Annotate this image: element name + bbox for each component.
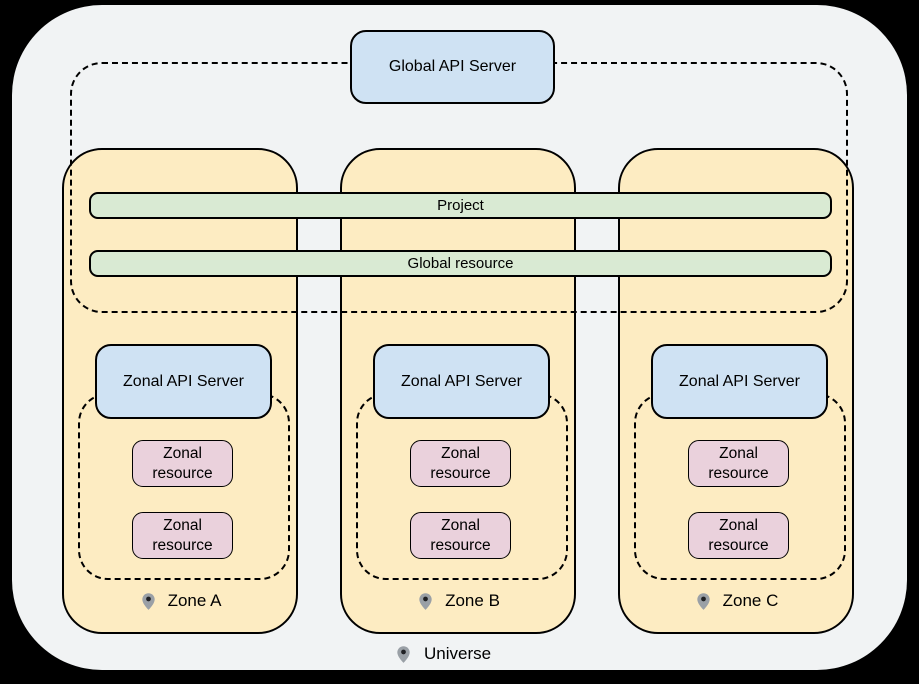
zonal-resource-label: Zonal resource: [708, 444, 769, 482]
location-pin-icon: [141, 592, 155, 610]
zonal-api-server-label: Zonal API Server: [123, 372, 244, 390]
zonal-api-server-label: Zonal API Server: [679, 372, 800, 390]
zonal-resource-box: Zonal resource: [410, 512, 511, 559]
global-resource-bar-label: Global resource: [407, 255, 514, 272]
zone-label: Zone B: [342, 588, 574, 614]
project-bar: Project: [89, 192, 832, 219]
project-bar-label: Project: [437, 197, 484, 214]
zonal-resource-label: Zonal resource: [430, 444, 491, 482]
zonal-resource-box: Zonal resource: [688, 440, 789, 487]
zone-b-box: Zonal API Server Zonal resource Zonal re…: [340, 148, 576, 634]
global-resource-bar: Global resource: [89, 250, 832, 277]
location-pin-icon: [419, 592, 432, 610]
global-api-server-label: Global API Server: [388, 58, 517, 75]
zone-label-text: Zone B: [445, 591, 500, 610]
zonal-resource-label: Zonal resource: [152, 516, 213, 554]
location-pin-icon: [397, 645, 410, 663]
location-pin-icon: [696, 592, 710, 610]
zone-a-box: Zonal API Server Zonal resource Zonal re…: [62, 148, 298, 634]
zonal-api-server-label: Zonal API Server: [401, 372, 522, 390]
universe-label: Universe: [394, 640, 491, 668]
universe-label-text: Universe: [424, 644, 492, 663]
zonal-resource-box: Zonal resource: [410, 440, 511, 487]
zone-label-text: Zone C: [722, 591, 779, 610]
zone-label: Zone C: [620, 588, 852, 614]
zonal-resource-box: Zonal resource: [132, 440, 233, 487]
global-api-server-box: Global API Server: [350, 30, 555, 104]
zonal-api-server-box: Zonal API Server: [95, 344, 272, 419]
zonal-api-server-box: Zonal API Server: [373, 344, 550, 419]
zone-label-text: Zone A: [167, 591, 222, 610]
zone-c-box: Zonal API Server Zonal resource Zonal re…: [618, 148, 854, 634]
zonal-resource-box: Zonal resource: [132, 512, 233, 559]
zone-label: Zone A: [64, 588, 296, 614]
zonal-resource-label: Zonal resource: [430, 516, 491, 554]
zonal-resource-label: Zonal resource: [152, 444, 213, 482]
zonal-api-server-box: Zonal API Server: [651, 344, 828, 419]
zonal-resource-box: Zonal resource: [688, 512, 789, 559]
zonal-resource-label: Zonal resource: [708, 516, 769, 554]
